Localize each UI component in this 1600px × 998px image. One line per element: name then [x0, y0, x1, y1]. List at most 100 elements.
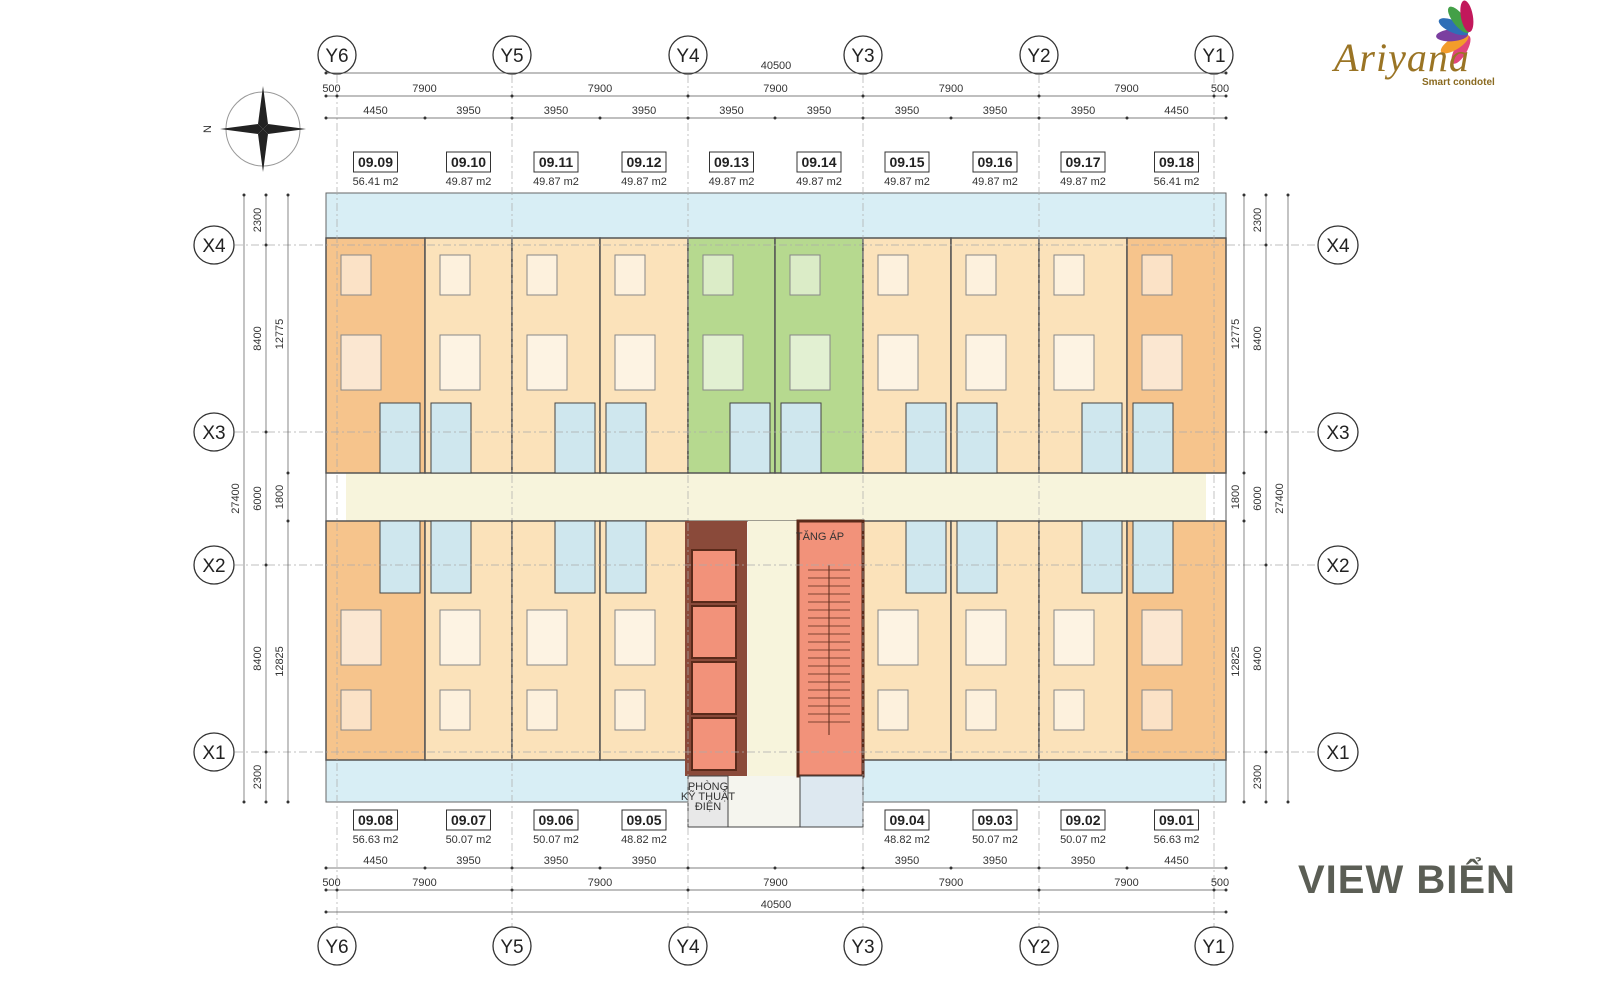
dimension-tick	[286, 193, 290, 197]
grid-bubble	[843, 35, 883, 75]
grid-bubble	[1019, 926, 1059, 966]
bed-icon	[877, 609, 919, 666]
dimension-tick	[773, 116, 777, 120]
grid-row-label: X4	[202, 236, 226, 257]
dimension-tick	[1264, 193, 1268, 197]
unit-09.04	[862, 520, 952, 831]
dimension-label: 8400	[252, 326, 264, 350]
bathroom	[605, 520, 647, 594]
grid-bubble	[843, 926, 883, 966]
bathroom	[956, 402, 998, 474]
dimension-tick	[1242, 519, 1246, 523]
elevator-car	[691, 717, 737, 771]
grid-column-label: Y2	[1027, 937, 1050, 958]
sofa-icon	[1053, 689, 1085, 731]
unit-area: 49.87 m2	[709, 176, 755, 188]
unit-code: 09.03	[977, 812, 1012, 828]
dimension-tick	[510, 866, 514, 870]
dimension-tick	[1037, 116, 1041, 120]
bathroom	[780, 402, 822, 474]
grid-column-label: Y2	[1027, 46, 1050, 67]
bed-icon	[614, 334, 656, 391]
grid-bubble	[193, 412, 235, 452]
unit-09.03	[950, 520, 1040, 831]
view-label: VIEW BIỂN	[1298, 858, 1516, 902]
grid-row-label: X3	[202, 423, 225, 444]
dimension-label: 1800	[274, 485, 286, 509]
sofa-icon	[439, 254, 471, 296]
dimension-label: 4450	[363, 105, 387, 117]
unit-09.02	[1038, 520, 1128, 831]
unit-code: 09.18	[1159, 154, 1194, 170]
dimension-tick	[335, 888, 339, 892]
unit-area: 49.87 m2	[621, 176, 667, 188]
dimension-label: 3950	[719, 105, 743, 117]
grid-bubble	[1317, 412, 1359, 452]
grid-bubble	[317, 926, 357, 966]
grid-row-label: X2	[1326, 556, 1349, 577]
unit-code-box	[1060, 809, 1106, 831]
grid-row-label: X3	[1326, 423, 1349, 444]
dimension-label: 4450	[363, 855, 387, 867]
bathroom	[379, 402, 421, 474]
dimension-tick	[264, 430, 268, 434]
dimension-label: 7900	[939, 877, 963, 889]
grid-column-label: Y5	[500, 937, 523, 958]
sofa-icon	[789, 254, 821, 296]
dimension-tick	[861, 116, 865, 120]
dimension-tick	[686, 888, 690, 892]
unit-code-box	[533, 151, 579, 173]
bathroom	[554, 520, 596, 594]
dimension-label: 500	[322, 877, 340, 889]
grid-bubble	[1317, 732, 1359, 772]
dimension-tick	[1224, 116, 1228, 120]
dimension-label: 40500	[761, 60, 792, 72]
grid-bubble	[668, 35, 708, 75]
bathroom	[1081, 520, 1123, 594]
service-room	[799, 775, 864, 828]
dimension-tick	[324, 866, 328, 870]
bed-icon	[526, 609, 568, 666]
dimension-tick	[598, 866, 602, 870]
electrical-room-label: PHÒNG	[688, 780, 728, 793]
bathroom	[1081, 402, 1123, 474]
sofa-icon	[877, 689, 909, 731]
dimension-tick	[1286, 800, 1290, 804]
dimension-tick	[1037, 888, 1041, 892]
bed-icon	[614, 609, 656, 666]
dimension-tick	[686, 866, 690, 870]
unit-code: 09.04	[889, 812, 924, 828]
dimension-tick	[335, 94, 339, 98]
unit-code-box	[972, 809, 1018, 831]
sofa-icon	[965, 689, 997, 731]
dimension-tick	[861, 866, 865, 870]
logo-petal	[1451, 35, 1471, 64]
sofa-icon	[965, 254, 997, 296]
bathroom	[605, 402, 647, 474]
unit-area: 48.82 m2	[884, 834, 930, 846]
bathroom	[905, 402, 947, 474]
dimension-label: 8400	[1252, 646, 1264, 670]
sofa-icon	[614, 689, 646, 731]
dimension-tick	[1286, 193, 1290, 197]
unit-code-box	[884, 151, 930, 173]
grid-row-label: X1	[1326, 743, 1349, 764]
dimension-label: 1800	[1230, 485, 1242, 509]
dimension-label: 8400	[1252, 326, 1264, 350]
elevator-car	[691, 661, 737, 715]
dimension-label: 3950	[895, 105, 919, 117]
grid-column-label: Y3	[851, 46, 874, 67]
dimension-tick	[949, 116, 953, 120]
dimension-label: 3950	[456, 855, 480, 867]
unit-area: 50.07 m2	[533, 834, 579, 846]
dimension-label: 6000	[252, 486, 264, 510]
unit-code-box	[1060, 151, 1106, 173]
dimension-tick	[1224, 888, 1228, 892]
bathroom	[1132, 402, 1174, 474]
dimension-label: 27400	[1274, 483, 1286, 514]
elevator-car	[691, 549, 737, 603]
dimension-tick	[324, 888, 328, 892]
pressurization-room-label: TĂNG ÁP	[796, 530, 844, 543]
bathroom	[430, 520, 472, 594]
